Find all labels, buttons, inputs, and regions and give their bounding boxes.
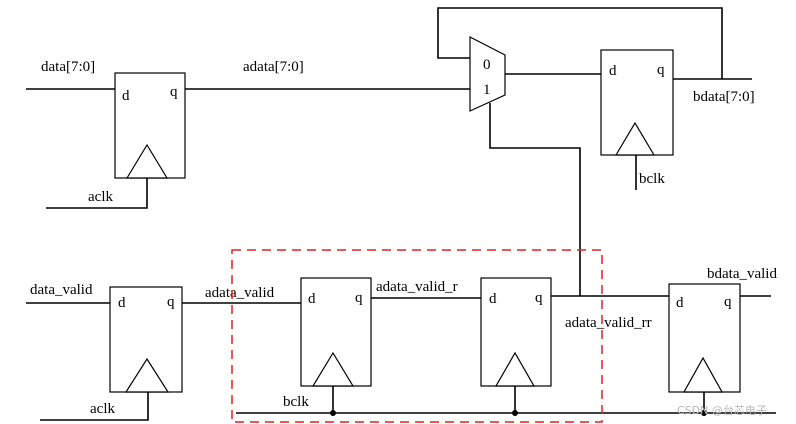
flipflop-data-valid-q-label: q <box>167 294 175 310</box>
flipflop-bdata: d q <box>600 49 674 156</box>
clock-triangle-icon <box>124 357 170 393</box>
flipflop-bdata-valid: d q <box>668 283 741 393</box>
junction-dot <box>701 410 707 416</box>
clock-triangle-icon <box>682 356 724 393</box>
flipflop-bdata-valid-q-label: q <box>724 294 732 310</box>
flipflop-bdata-d-label: d <box>609 63 617 79</box>
label-aclk-top: aclk <box>88 189 113 205</box>
wire-aclk-top <box>46 178 148 209</box>
label-data-valid: data_valid <box>30 282 93 298</box>
flipflop-bdata-valid-d-label: d <box>676 295 684 311</box>
label-bclk-bottom: bclk <box>283 394 309 410</box>
flipflop-bdata-q-label: q <box>657 62 665 78</box>
flipflop-data-valid-d-label: d <box>118 295 126 311</box>
flipflop-data-valid: d q <box>109 286 183 393</box>
wire-aclk-bottom <box>40 392 149 421</box>
wire-mux-select <box>489 103 581 296</box>
label-adata-valid-r: adata_valid_r <box>376 279 458 295</box>
watermark: CSDN @台芯电子 <box>677 403 767 417</box>
flipflop-sync1-d-label: d <box>308 291 316 307</box>
flipflop-data-d-label: d <box>122 88 130 104</box>
label-adata: adata[7:0] <box>243 59 304 75</box>
label-adata-valid: adata_valid <box>205 285 275 301</box>
label-bclk-top: bclk <box>639 171 665 187</box>
mux-input-1-label: 1 <box>483 82 491 98</box>
label-adata-valid-rr: adata_valid_rr <box>565 315 652 331</box>
junction-dot <box>330 410 336 416</box>
mux-input-0-label: 0 <box>483 57 491 73</box>
label-aclk-bottom: aclk <box>90 401 115 417</box>
label-bdata: bdata[7:0] <box>693 89 755 105</box>
flipflop-sync1: d q <box>300 277 372 387</box>
label-bdata-valid: bdata_valid <box>707 266 777 282</box>
wire-feedback-loop <box>437 7 723 79</box>
flipflop-data: d q <box>114 72 186 179</box>
flipflop-sync1-q-label: q <box>355 290 363 306</box>
flipflop-sync2-d-label: d <box>489 291 497 307</box>
synchronizer-highlight-box <box>231 249 603 423</box>
flipflop-sync2: d q <box>480 277 552 387</box>
clock-triangle-icon <box>614 121 656 156</box>
label-data-in: data[7:0] <box>41 59 95 75</box>
flipflop-data-q-label: q <box>170 84 178 100</box>
mux <box>469 36 506 112</box>
junction-dot <box>512 410 518 416</box>
flipflop-sync2-q-label: q <box>535 290 543 306</box>
